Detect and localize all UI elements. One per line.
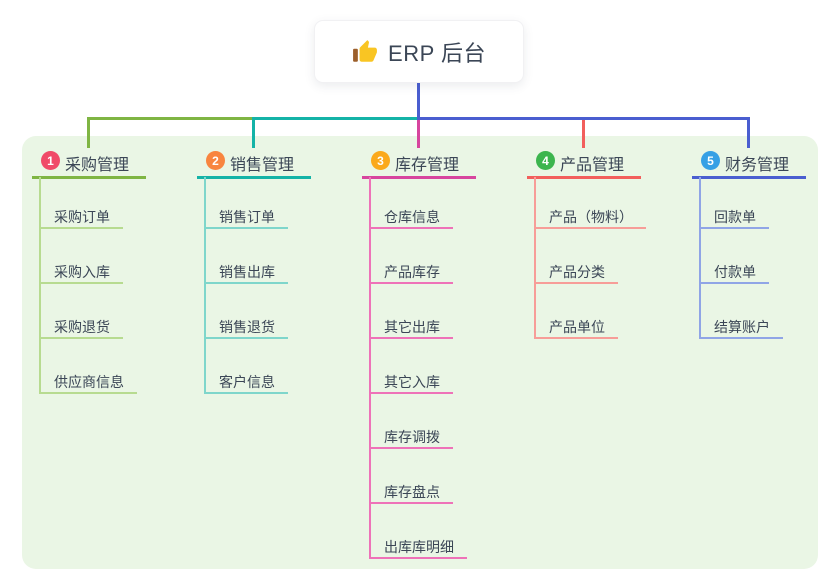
root-stem-line	[417, 82, 420, 120]
branch-number-badge: 3	[371, 151, 390, 170]
child-label: 采购订单	[54, 209, 110, 225]
child-label: 产品库存	[384, 264, 440, 280]
child-spine-line	[534, 177, 536, 339]
child-underline	[204, 392, 288, 394]
branch-drop-line	[747, 117, 750, 148]
child-spine-line	[39, 177, 41, 394]
child-underline	[534, 282, 618, 284]
branch-drop-line	[252, 117, 255, 148]
child-underline	[204, 282, 288, 284]
branches-panel	[22, 136, 818, 569]
child-label: 结算账户	[714, 319, 770, 335]
child-spine-line	[699, 177, 701, 339]
branch-drop-line	[582, 117, 585, 148]
branch-number-badge: 5	[701, 151, 720, 170]
thumbs-up-icon	[352, 39, 378, 65]
root-node[interactable]: ERP 后台	[314, 20, 524, 83]
child-underline	[369, 282, 453, 284]
child-label: 出库库明细	[384, 539, 454, 555]
child-label: 产品分类	[549, 264, 605, 280]
child-label: 付款单	[714, 264, 756, 280]
child-underline	[369, 502, 453, 504]
child-underline	[204, 227, 288, 229]
branch-underline	[197, 176, 311, 179]
child-underline	[369, 392, 453, 394]
branch-underline	[527, 176, 641, 179]
child-underline	[39, 337, 123, 339]
child-label: 产品（物料）	[549, 209, 633, 225]
child-label: 产品单位	[549, 319, 605, 335]
child-underline	[534, 227, 646, 229]
child-label: 销售退货	[219, 319, 275, 335]
child-spine-line	[369, 177, 371, 559]
branch-underline	[362, 176, 476, 179]
child-label: 其它出库	[384, 319, 440, 335]
branch-node-3[interactable]: 3 库存管理	[362, 150, 476, 176]
child-underline	[369, 227, 453, 229]
branch-underline	[692, 176, 806, 179]
branch-node-2[interactable]: 2 销售管理	[197, 150, 311, 176]
branch-node-5[interactable]: 5 财务管理	[692, 150, 806, 176]
child-underline	[534, 337, 618, 339]
child-underline	[699, 337, 783, 339]
bus-segment-finance	[417, 117, 750, 120]
child-label: 库存调拨	[384, 429, 440, 445]
branch-underline	[32, 176, 146, 179]
child-label: 采购入库	[54, 264, 110, 280]
child-underline	[39, 227, 123, 229]
child-label: 销售订单	[219, 209, 275, 225]
child-spine-line	[204, 177, 206, 394]
bus-segment-sales	[252, 117, 420, 120]
child-underline	[699, 227, 769, 229]
branch-label: 采购管理	[65, 157, 130, 174]
child-label: 销售出库	[219, 264, 275, 280]
child-underline	[369, 557, 467, 559]
child-label: 仓库信息	[384, 209, 440, 225]
child-label: 供应商信息	[54, 374, 124, 390]
child-label: 库存盘点	[384, 484, 440, 500]
branch-drop-line	[417, 117, 420, 148]
root-label: ERP 后台	[388, 40, 486, 66]
child-label: 客户信息	[219, 374, 275, 390]
child-label: 回款单	[714, 209, 756, 225]
child-underline	[39, 392, 137, 394]
child-label: 采购退货	[54, 319, 110, 335]
child-label: 其它入库	[384, 374, 440, 390]
child-underline	[369, 337, 453, 339]
child-underline	[39, 282, 123, 284]
branch-drop-line	[87, 117, 90, 148]
branch-label: 产品管理	[560, 157, 625, 174]
branch-label: 销售管理	[230, 157, 295, 174]
branch-number-badge: 1	[41, 151, 60, 170]
branch-number-badge: 4	[536, 151, 555, 170]
child-underline	[204, 337, 288, 339]
child-underline	[369, 447, 453, 449]
bus-segment-purchase	[87, 117, 255, 120]
branch-node-1[interactable]: 1 采购管理	[32, 150, 146, 176]
branch-label: 财务管理	[725, 157, 790, 174]
branch-number-badge: 2	[206, 151, 225, 170]
branch-node-4[interactable]: 4 产品管理	[527, 150, 641, 176]
child-underline	[699, 282, 769, 284]
branch-label: 库存管理	[395, 157, 460, 174]
